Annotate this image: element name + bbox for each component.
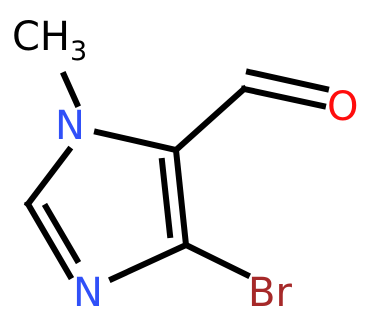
methyl-c-text: CH [12, 14, 70, 60]
bond-c2-n3-double [41, 202, 82, 265]
bonds [23, 68, 330, 283]
bond-n1-c2 [23, 145, 74, 209]
methyl-label: CH3 [12, 14, 87, 67]
bond-n1-c5 [93, 128, 180, 154]
atom-labels: CH3 N N Br O [12, 14, 358, 316]
bond-cho-o-double [245, 68, 330, 93]
bond-c5-cho [171, 84, 249, 155]
bond-c4-br [181, 240, 252, 280]
bond-c4-c5 [172, 146, 190, 249]
bond-n3-c4 [108, 241, 190, 283]
bond-cho-o [240, 85, 327, 110]
bond-c2-n3 [23, 199, 75, 281]
bond-c4-c5-double [158, 157, 174, 239]
o-label: O [327, 84, 358, 130]
bond-n1-methyl [60, 71, 81, 108]
n1-label: N [55, 103, 85, 149]
br-label: Br [248, 270, 292, 316]
methyl-subscript: 3 [70, 36, 87, 67]
n3-label: N [73, 270, 103, 316]
